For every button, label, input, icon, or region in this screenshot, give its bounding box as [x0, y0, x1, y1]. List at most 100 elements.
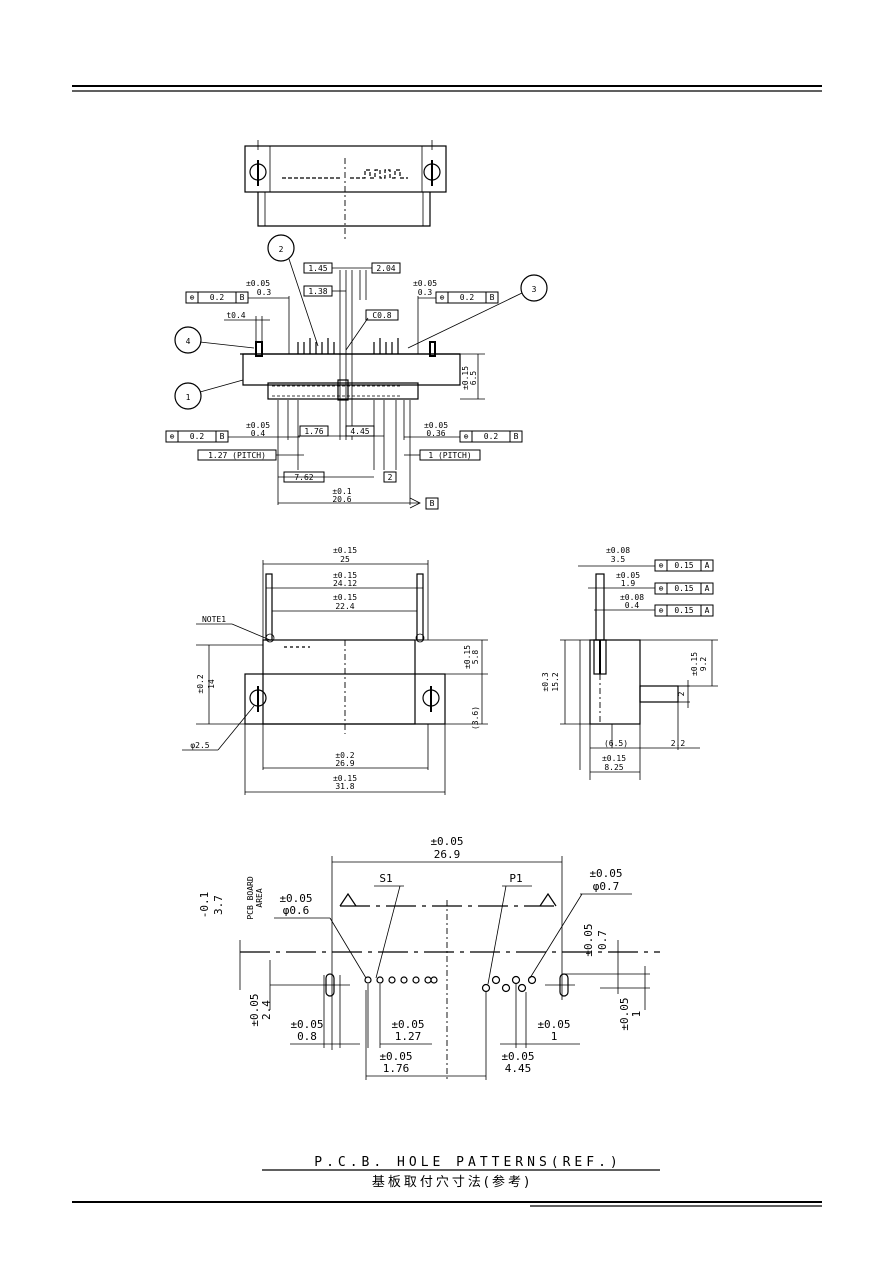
h14-value: 14 — [207, 679, 216, 689]
callout-3-label: 3 — [532, 285, 537, 294]
side-d2: 2 — [677, 691, 686, 696]
hole06-tol: ±0.05 — [279, 892, 312, 905]
note1: NOTE1 — [202, 615, 226, 624]
low-right-frame-value: 0.2 — [484, 432, 499, 441]
front-view: 2 3 4 1 — [165, 234, 548, 510]
position-icon: ⊕ — [659, 584, 664, 593]
d35-tol: ±0.08 — [606, 546, 630, 555]
hole-2-5: φ2.5 — [190, 741, 209, 750]
d825-tol: ±0.15 — [602, 754, 626, 763]
dim-1-38: 1.38 — [308, 287, 327, 296]
low-right-frame-datum: B — [514, 432, 519, 441]
height-value: 6.5 — [469, 371, 478, 386]
h58-value: 5.8 — [471, 650, 480, 665]
d318-tol: ±0.15 — [333, 774, 357, 783]
d04-frame-datum: A — [705, 606, 710, 615]
d318-value: 31.8 — [335, 782, 354, 791]
callout-1-label: 1 — [186, 393, 191, 402]
dim-4-45: 4.45 — [350, 427, 369, 436]
area-label-1: PCB BOARD — [246, 876, 255, 920]
position-icon: ⊕ — [170, 432, 175, 441]
position-icon: ⊕ — [659, 606, 664, 615]
d35-value: 3.5 — [611, 555, 626, 564]
pcb-d1-value: 1 — [551, 1030, 558, 1043]
low-left-frame-datum: B — [220, 432, 225, 441]
pcb-d176-value: 1.76 — [383, 1062, 410, 1075]
top-view — [244, 140, 447, 240]
d19-tol: ±0.05 — [616, 571, 640, 580]
drawing-subtitle: 基板取付穴寸法(参考) — [372, 1174, 532, 1190]
pcb-hole-pattern: ±0.05 26.9 -0.1 3.7 PCB BOARD AREA ±0.05… — [198, 835, 660, 1080]
tol-right-frame-datum: B — [490, 293, 495, 302]
pcb-d269-tol: ±0.05 — [430, 835, 463, 848]
side-view: ±0.08 3.5 ⊕ 0.15 A ±0.05 1.9 ⊕ 0.15 A ±0… — [541, 546, 718, 780]
area-value: 3.7 — [212, 895, 225, 915]
low-left-tol: ±0.05 — [246, 421, 270, 430]
tol-left-value: 0.3 — [257, 288, 272, 297]
pcb-d176-tol: ±0.05 — [379, 1050, 412, 1063]
label-p1: P1 — [509, 872, 522, 885]
tol-right-value: 0.3 — [418, 288, 433, 297]
callout-4-label: 4 — [186, 337, 191, 346]
position-icon: ⊕ — [464, 432, 469, 441]
d04-frame-value: 0.15 — [674, 606, 693, 615]
pcb-d08-value: 0.8 — [297, 1030, 317, 1043]
pcb-d1v-value: 1 — [630, 1011, 643, 1018]
height-tol: ±0.15 — [461, 366, 470, 390]
dim-1-76: 1.76 — [304, 427, 323, 436]
callout-3 — [520, 274, 548, 302]
d19-frame-datum: A — [705, 584, 710, 593]
low-left-frame-value: 0.2 — [190, 432, 205, 441]
pcb-d24-value: 2.4 — [260, 1000, 273, 1020]
d35-frame-datum: A — [705, 561, 710, 570]
d2412-value: 24.12 — [333, 579, 357, 588]
h14-tol: ±0.2 — [196, 674, 205, 693]
d25-tol: ±0.15 — [333, 546, 357, 555]
low-left-value: 0.4 — [251, 429, 266, 438]
drawing-title: P.C.B. HOLE PATTERNS(REF.) — [314, 1155, 622, 1170]
h152-value: 15.2 — [551, 672, 560, 691]
pcb-d445-value: 4.45 — [505, 1062, 532, 1075]
datum-b: B — [430, 499, 435, 508]
d35-frame-value: 0.15 — [674, 561, 693, 570]
d269-value: 26.9 — [335, 759, 354, 768]
h36-value: (3.6) — [471, 706, 480, 730]
tol-right-plusminus: ±0.05 — [413, 279, 437, 288]
low-right-tol: ±0.05 — [424, 421, 448, 430]
pcb-d269-value: 26.9 — [434, 848, 461, 861]
tol-left-plusminus: ±0.05 — [246, 279, 270, 288]
hole-row-left — [364, 976, 438, 984]
area-tol: -0.1 — [198, 892, 211, 919]
pcb-d08-tol: ±0.05 — [290, 1018, 323, 1031]
tol-right-frame-value: 0.2 — [460, 293, 475, 302]
pcb-d1-tol: ±0.05 — [537, 1018, 570, 1031]
pcb-d07-value: 0.7 — [596, 930, 609, 950]
pitch-left: 1.27 (PITCH) — [208, 451, 266, 460]
d04-tol: ±0.08 — [620, 593, 644, 602]
d2412-tol: ±0.15 — [333, 571, 357, 580]
callout-2 — [267, 234, 295, 262]
position-icon: ⊕ — [190, 293, 195, 302]
pcb-d1v-tol: ±0.05 — [618, 997, 631, 1030]
pcb-d07-tol: ±0.05 — [582, 923, 595, 956]
dim-2: 2 — [388, 473, 393, 482]
d224-value: 22.4 — [335, 602, 354, 611]
dim-1-45: 1.45 — [308, 264, 327, 273]
pcb-d127-value: 1.27 — [395, 1030, 422, 1043]
d825-value: 8.25 — [604, 763, 623, 772]
d269-tol: ±0.2 — [335, 751, 354, 760]
h92-value: 9.2 — [699, 657, 708, 672]
tol-left-frame-value: 0.2 — [210, 293, 225, 302]
dim-2-04: 2.04 — [376, 264, 395, 273]
pcb-d127-tol: ±0.05 — [391, 1018, 424, 1031]
d25-value: 25 — [340, 555, 350, 564]
callout-4 — [174, 326, 202, 354]
h152-tol: ±0.3 — [541, 672, 550, 691]
dim-t0-4: t0.4 — [226, 311, 245, 320]
hole-row-right — [481, 975, 537, 993]
area-label-2: AREA — [255, 888, 264, 907]
tol-left-frame-datum: B — [240, 293, 245, 302]
pcb-d24-tol: ±0.05 — [248, 993, 261, 1026]
h58-tol: ±0.15 — [463, 645, 472, 669]
d65-value: (6.5) — [604, 739, 628, 748]
